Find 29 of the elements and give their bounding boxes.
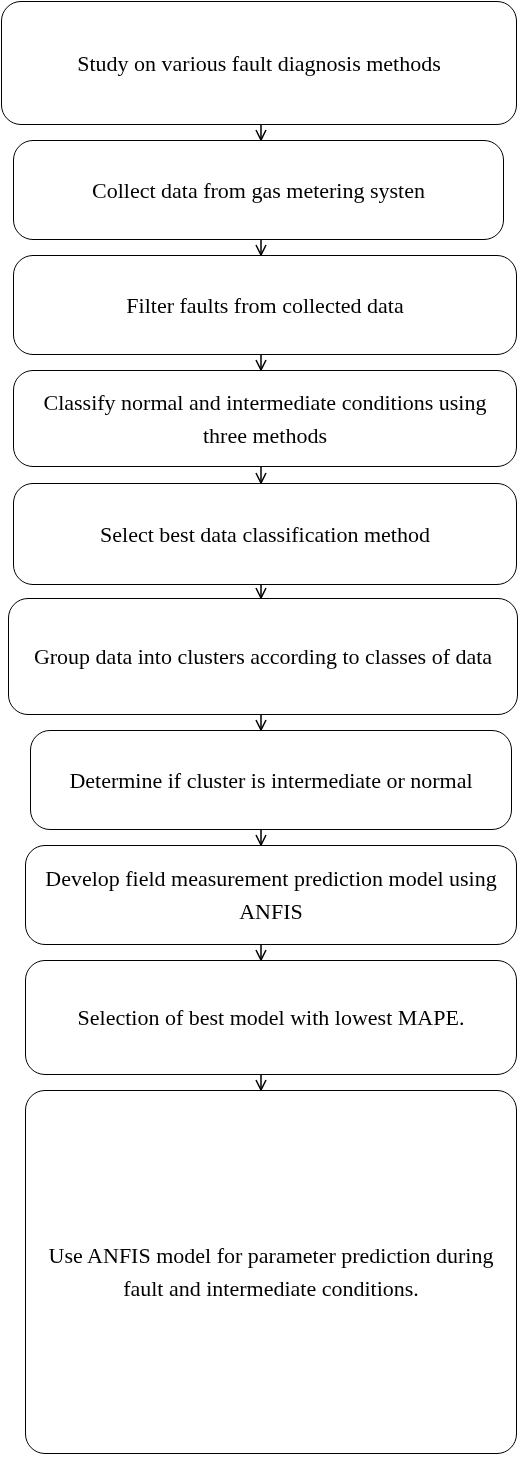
- step-text: Study on various fault diagnosis methods: [77, 49, 441, 78]
- step-text: Group data into clusters according to classes of data: [33, 643, 493, 671]
- step-text: Selection of best model with lowest MAPE.: [77, 1004, 465, 1032]
- step-text: Use ANFIS model for parameter prediction during fault and intermediate conditions.: [47, 1242, 495, 1303]
- arrow: [255, 1074, 267, 1091]
- step-text: Classify normal and intermediate conditions using three methods: [42, 388, 488, 450]
- process-box: [1, 1, 517, 125]
- arrow: [255, 944, 267, 961]
- arrow: [255, 239, 267, 256]
- arrow: [255, 584, 267, 599]
- process-box: [8, 598, 518, 715]
- process-box: [13, 370, 517, 467]
- step-text: Develop field measurement prediction model using ANFIS: [44, 865, 498, 926]
- process-box: [25, 845, 517, 945]
- step-text: Filter faults from collected data: [126, 291, 404, 320]
- arrow: [255, 714, 267, 731]
- arrow: [255, 466, 267, 484]
- process-box: [13, 483, 517, 585]
- process-box: [25, 1090, 517, 1454]
- step-text: Select best data classification method: [100, 520, 430, 549]
- arrow: [255, 124, 267, 141]
- process-box: [30, 730, 512, 830]
- process-box: [13, 255, 517, 355]
- arrow: [255, 354, 267, 371]
- step-text: Determine if cluster is intermediate or normal: [69, 766, 473, 795]
- process-box: [25, 960, 517, 1075]
- arrow: [255, 829, 267, 846]
- step-text: Collect data from gas metering systen: [92, 176, 425, 205]
- process-box: [13, 140, 504, 240]
